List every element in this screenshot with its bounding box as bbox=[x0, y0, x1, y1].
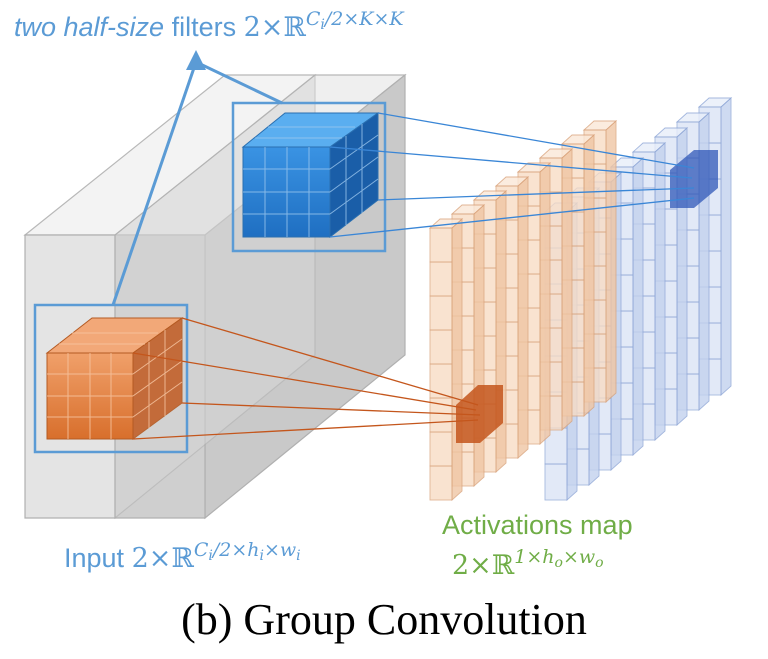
activation-column bbox=[428, 217, 464, 502]
blue-filter-highlight-box bbox=[231, 101, 387, 253]
orange-output-cell bbox=[456, 385, 503, 443]
figure-caption: (b) Group Convolution bbox=[181, 595, 587, 644]
blue-output-cell bbox=[670, 150, 718, 208]
orange-filter bbox=[33, 303, 189, 454]
orange-filter-highlight-box bbox=[33, 303, 189, 454]
blue-filter bbox=[231, 101, 387, 253]
activations-label: Activations map bbox=[442, 510, 633, 540]
label-arrow bbox=[111, 50, 283, 306]
input-label: Input 2×ℝCi/2×hi×wi bbox=[64, 539, 301, 574]
activations-math: 2×ℝ1×ho×wo bbox=[452, 546, 604, 581]
orange-projection-lines bbox=[132, 317, 481, 440]
blue-projection-lines bbox=[329, 112, 695, 238]
filters-label: two half-size filters 2×ℝCi/2×K×K bbox=[14, 8, 405, 43]
